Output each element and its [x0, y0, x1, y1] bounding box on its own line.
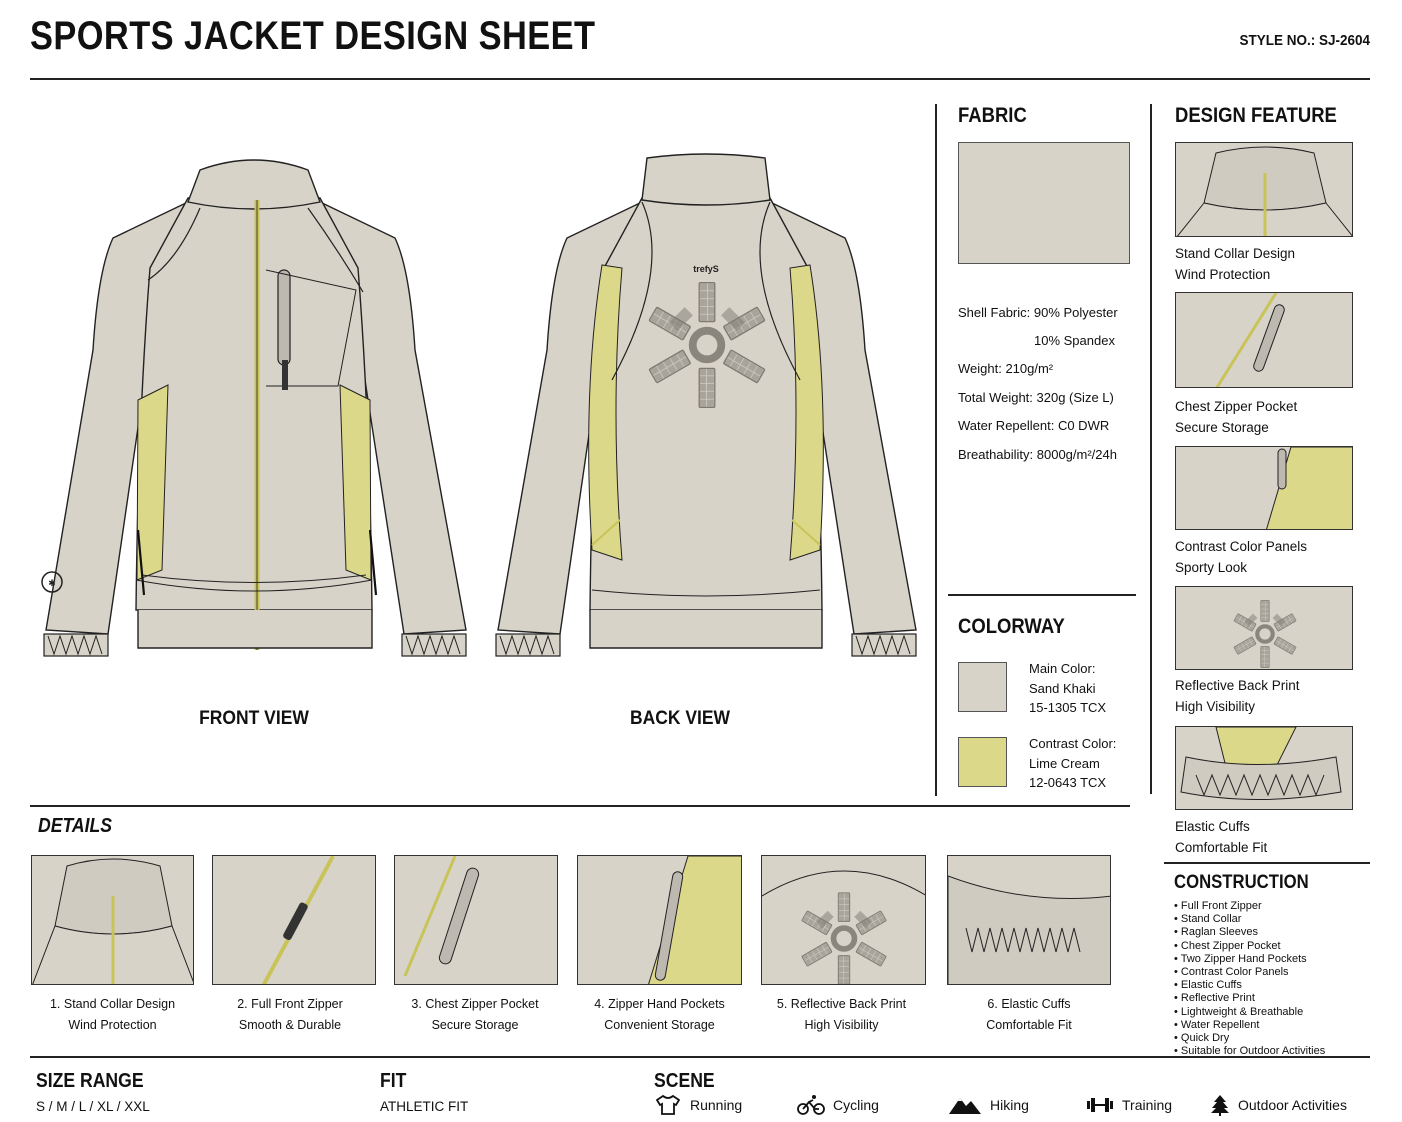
feature-divider-left	[1150, 104, 1152, 794]
page-title: SPORTS JACKET DESIGN SHEET	[30, 14, 596, 58]
main-color-swatch	[958, 662, 1007, 712]
detail-image-cuffs	[947, 855, 1111, 985]
contrast-color-swatch	[958, 737, 1007, 787]
scene-label: Hiking	[990, 1097, 1029, 1113]
list-item: Contrast Color Panels	[1174, 966, 1325, 979]
detail-image-collar	[31, 855, 194, 985]
detail-image-back-print	[761, 855, 926, 985]
detail-image-front-zipper	[212, 855, 376, 985]
svg-text:✱: ✱	[48, 579, 56, 589]
fit-value: ATHLETIC FIT	[380, 1099, 469, 1114]
scene-outdoor: Outdoor Activities	[1210, 1094, 1347, 1116]
scene-hiking: Hiking	[948, 1094, 1029, 1116]
fit-heading: FIT	[380, 1070, 407, 1092]
dumbbell-icon	[1087, 1098, 1113, 1112]
list-item: Stand Collar	[1174, 913, 1325, 926]
list-item: Water Repellent	[1174, 1019, 1325, 1032]
list-item: Lightweight & Breathable	[1174, 1006, 1325, 1019]
feature-image-chest-pocket	[1175, 292, 1353, 388]
fabric-swatch	[958, 142, 1130, 264]
fabric-spec-spandex: 10% Spandex	[1034, 333, 1115, 348]
scene-label: Training	[1122, 1097, 1173, 1113]
contrast-color-code: 12-0643 TCX	[1029, 775, 1107, 790]
construction-list: Full Front Zipper Stand Collar Raglan Sl…	[1174, 900, 1326, 1058]
list-item: Elastic Cuffs	[1174, 979, 1325, 992]
scene-label: Running	[690, 1097, 743, 1113]
colorway-divider	[948, 594, 1136, 596]
feature-image-contrast-panels	[1175, 446, 1353, 530]
footer-divider	[30, 1056, 1370, 1058]
details-heading: DETAILS	[38, 815, 112, 837]
scene-running: Running	[654, 1094, 742, 1116]
mountain-icon	[949, 1098, 981, 1114]
main-color-name: Sand Khaki	[1029, 680, 1096, 696]
style-number: STYLE NO.: SJ-2604	[1239, 32, 1370, 49]
contrast-color-name: Lime Cream	[1029, 755, 1100, 771]
feature-image-collar	[1175, 142, 1353, 237]
main-color-info: Main Color: Sand Khaki 15-1305 TCX	[1029, 659, 1106, 718]
fabric-spec-breathability: Breathability: 8000g/m²/24h	[958, 447, 1117, 462]
feature-collar-caption: Stand Collar Design Wind Protection	[1175, 246, 1296, 282]
feature-back-print-caption: Reflective Back Print High Visibility	[1175, 678, 1300, 714]
fabric-spec-weight: Weight: 210g/m²	[958, 361, 1054, 376]
feature-contrast-panels-caption: Contrast Color Panels Sporty Look	[1175, 539, 1308, 575]
design-feature-heading: DESIGN FEATURE	[1175, 104, 1337, 127]
list-item: Chest Zipper Pocket	[1174, 940, 1325, 953]
scene-heading: SCENE	[654, 1070, 715, 1092]
list-item: Raglan Sleeves	[1174, 926, 1325, 939]
fabric-spec-water: Water Repellent: C0 DWR	[958, 418, 1110, 433]
construction-heading: CONSTRUCTION	[1174, 872, 1309, 893]
fabric-spec-shell: Shell Fabric: 90% Polyester	[958, 305, 1118, 320]
contrast-color-info: Contrast Color: Lime Cream 12-0643 TCX	[1029, 734, 1116, 793]
back-logo-text: trefyS	[693, 264, 719, 274]
details-divider	[30, 805, 1130, 807]
list-item: Reflective Print	[1174, 992, 1325, 1005]
feature-image-back-print	[1175, 586, 1353, 670]
main-color-code: 15-1305 TCX	[1029, 700, 1107, 715]
scene-label: Cycling	[833, 1097, 879, 1113]
feature-chest-pocket-caption: Chest Zipper Pocket Secure Storage	[1175, 399, 1298, 435]
fabric-heading: FABRIC	[958, 104, 1027, 127]
construction-divider	[1164, 862, 1370, 864]
contrast-color-label: Contrast Color:	[1029, 736, 1117, 751]
list-item: Suitable for Outdoor Activities	[1174, 1045, 1325, 1058]
back-view-label: BACK VIEW	[629, 708, 731, 729]
back-view-drawing: trefyS	[492, 150, 920, 662]
size-range-heading: SIZE RANGE	[36, 1070, 144, 1092]
bicycle-icon	[797, 1095, 825, 1115]
colorway-heading: COLORWAY	[958, 615, 1065, 638]
list-item: Quick Dry	[1174, 1032, 1325, 1045]
tshirt-icon	[655, 1094, 681, 1115]
size-range-value: S / M / L / XL / XXL	[36, 1099, 150, 1114]
feature-image-cuffs	[1175, 726, 1353, 810]
main-color-label: Main Color:	[1029, 661, 1096, 676]
fabric-divider-left	[935, 104, 937, 796]
header-divider	[30, 78, 1370, 80]
feature-cuffs-caption: Elastic Cuffs Comfortable Fit	[1175, 819, 1268, 855]
front-view-drawing: ✱	[38, 150, 470, 662]
scene-cycling: Cycling	[797, 1094, 879, 1116]
list-item: Two Zipper Hand Pockets	[1174, 953, 1325, 966]
detail-image-hand-pockets	[577, 855, 742, 985]
detail-image-chest-pocket	[394, 855, 558, 985]
scene-training: Training	[1086, 1094, 1172, 1116]
scene-label: Outdoor Activities	[1238, 1097, 1347, 1113]
fabric-spec-total-weight: Total Weight: 320g (Size L)	[958, 390, 1114, 405]
front-view-label: FRONT VIEW	[199, 708, 309, 729]
tree-icon	[1211, 1095, 1229, 1116]
list-item: Full Front Zipper	[1174, 900, 1325, 913]
